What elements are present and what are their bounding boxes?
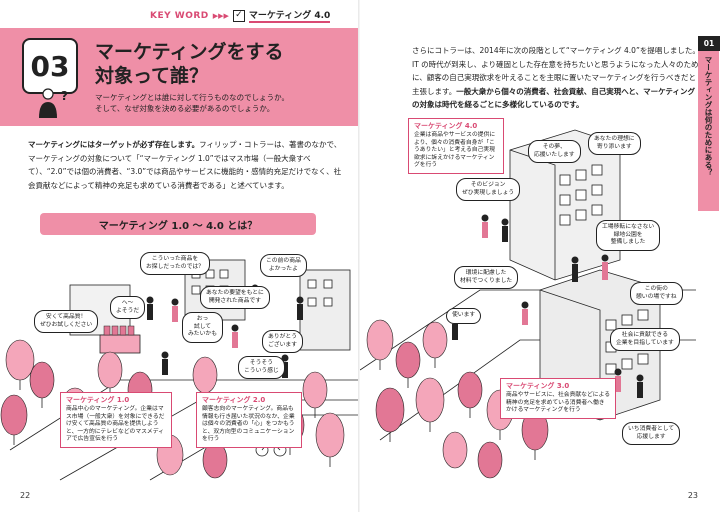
chapter-number: 03 [22, 38, 78, 94]
chapter-subtitle: マーケティングとは誰に対して行うものなのでしょうか。 そして、なぜ対象を決める必… [95, 92, 289, 114]
right-page: さらにコトラーは、2014年に次の段階として“マーケティング 4.0”を提唱しま… [360, 0, 720, 512]
page-number-right: 23 [687, 491, 698, 500]
note-title: マーケティング 3.0 [506, 382, 570, 390]
right-body-intro: さらにコトラーは、2014年に次の段階として“マーケティング 4.0”を提唱しま… [412, 46, 700, 96]
section-heading: マーケティング 1.0 〜 4.0 とは？ [40, 213, 316, 235]
note-marketing-2-0: マーケティング 2.0 顧客志向のマーケティング。商品も情報も行き届いた状況のな… [196, 392, 302, 448]
side-tab-number: 01 [698, 36, 720, 51]
bubble-right-0: あなたの理想に 寄り添います [588, 132, 641, 155]
chapter-title: マーケティングをする 対象って誰？ [95, 40, 283, 88]
note-title: マーケティング 1.0 [66, 396, 130, 404]
bubble-right-7: 社会に貢献できる 企業を目指しています [610, 328, 680, 351]
note-text: 顧客志向のマーケティング。商品も情報も行き届いた状況のなか、企業は個々の消費者の… [202, 406, 295, 442]
bubble-right-6: 使います [446, 308, 482, 324]
bubble-left-3: へ〜 よそうだ [110, 296, 146, 319]
chapter-side-tab: 01 マーケティングは何のためにある？ [698, 36, 720, 211]
bubble-right-8: いち消費者として 応援します [622, 422, 681, 445]
bubble-right-4: 環境に配慮した 材料でつくりました [454, 266, 519, 289]
bubble-right-3: 工場移転になさない 緑地公園を 整備しました [596, 220, 661, 251]
right-body-bold: 一般大衆から個々の消費者、社会貢献、自己実現へと、マーケティングの対象は時代を経… [412, 86, 695, 110]
chapter-title-line1: マーケティングをする [95, 41, 284, 63]
bubble-right-5: この街の 憩いの場ですね [630, 282, 683, 305]
keyword-header: KEY WORD ▶▶▶ ✓ マーケティング 4.0 [150, 8, 331, 23]
right-body-text: さらにコトラーは、2014年に次の段階として“マーケティング 4.0”を提唱しま… [412, 44, 702, 112]
bubble-left-7: そうそう こういう感じ [238, 356, 285, 379]
side-tab-text: マーケティングは何のためにある？ [698, 51, 719, 211]
bubble-left-0: こういった商品を お探しだったのでは？ [140, 252, 210, 275]
note-text: 商品やサービスに、社会貢献などによる精神の充足を求めている消費者へ働きかけるマー… [506, 392, 610, 413]
note-text: 企業は商品やサービスの提供により、個々の消費者自身が「こうありたい」と考える自己… [414, 132, 496, 168]
left-body-text: マーケティングにはターゲットが必ず存在します。フィリップ・コトラーは、著書のなか… [28, 138, 346, 192]
bubble-left-4: 安くて高品質！ ぜひお試しください [34, 310, 99, 333]
chapter-title-line2: 対象って誰？ [95, 65, 209, 87]
chapter-subtitle-line2: そして、なぜ対象を決める必要があるのでしょうか。 [95, 104, 275, 113]
left-body-lead: マーケティングにはターゲットが必ず存在します。 [28, 140, 200, 149]
keyword-arrows: ▶▶▶ [212, 11, 229, 20]
bubble-left-1: この前の商品 よかったよ [260, 254, 307, 277]
page-number-left: 22 [20, 491, 31, 500]
left-page: KEY WORD ▶▶▶ ✓ マーケティング 4.0 03 ? マーケティングを… [0, 8, 360, 500]
note-title: マーケティング 4.0 [414, 122, 478, 130]
bubble-right-1: その夢、 応援いたします [528, 140, 581, 163]
note-text: 商品中心のマーケティング。企業はマス市場（一般大衆）を対象にできるだけ安くて高品… [66, 406, 165, 442]
chapter-subtitle-line1: マーケティングとは誰に対して行うものなのでしょうか。 [95, 93, 290, 102]
note-marketing-1-0: マーケティング 1.0 商品中心のマーケティング。企業はマス市場（一般大衆）を対… [60, 392, 172, 448]
note-marketing-4-0: マーケティング 4.0 企業は商品やサービスの提供により、個々の消費者自身が「こ… [408, 118, 504, 174]
note-title: マーケティング 2.0 [202, 396, 266, 404]
thinking-person-icon: ? [39, 88, 68, 118]
keyword-term: マーケティング 4.0 [248, 8, 331, 23]
left-body-rest: フィリップ・コトラーは、著書のなかで、マーケティングの対象について「“マーケティ… [28, 140, 342, 190]
bubble-left-5: おっ 試して みたいかも [182, 312, 223, 343]
svg-text:?: ? [61, 89, 68, 103]
bubble-left-6: ありがとう ございます [262, 330, 303, 353]
note-marketing-3-0: マーケティング 3.0 商品やサービスに、社会貢献などによる精神の充足を求めてい… [500, 378, 616, 419]
bubble-right-2: そのビジョン ぜひ実現しましょう [456, 178, 521, 201]
check-icon: ✓ [232, 9, 245, 22]
keyword-label: KEY WORD [150, 10, 209, 21]
left-illustration [0, 259, 358, 481]
bubble-left-2: あなたの要望をもとに 開発された商品です [200, 286, 270, 309]
